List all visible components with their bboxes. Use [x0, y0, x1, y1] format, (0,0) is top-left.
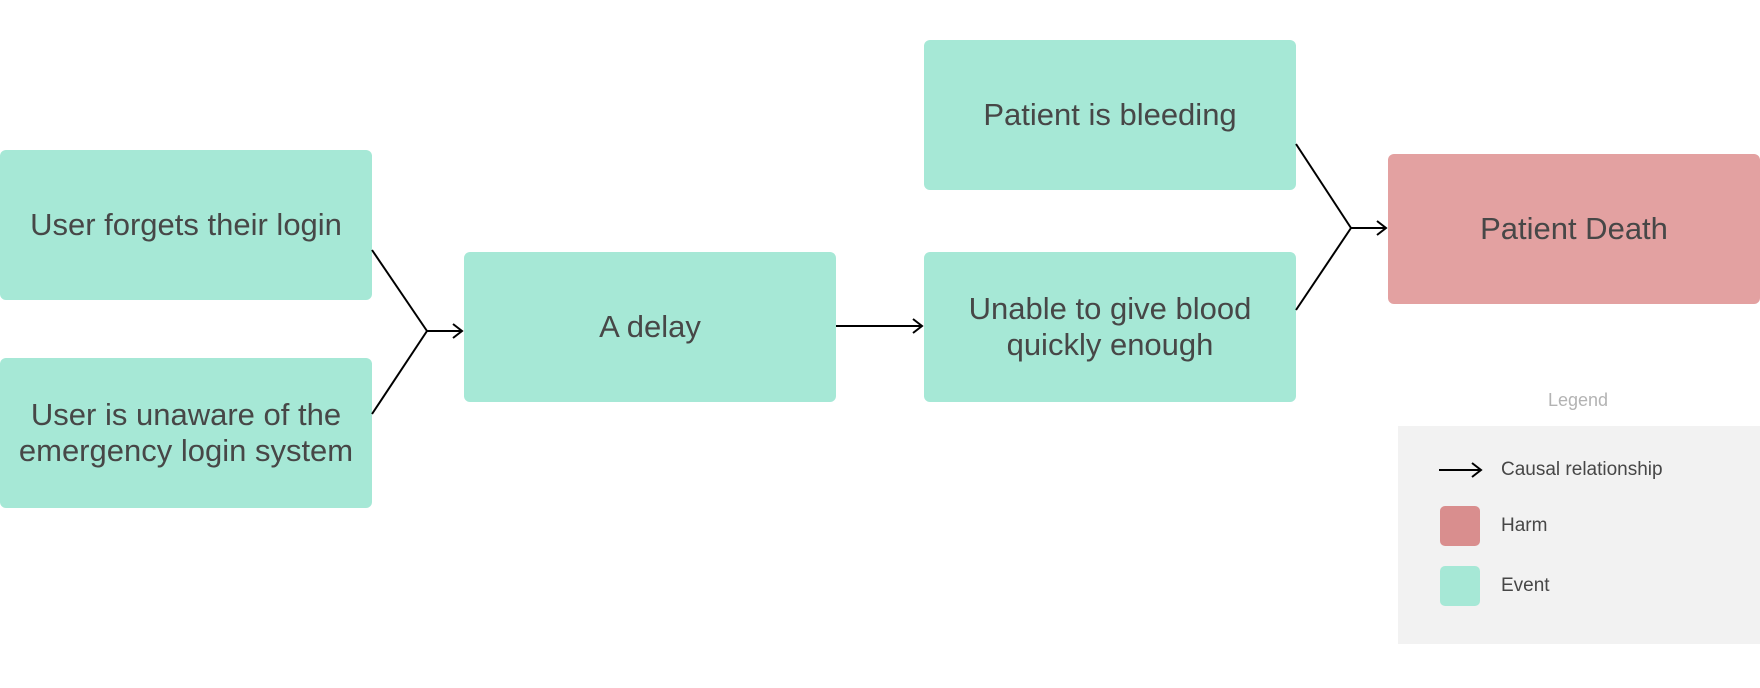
- node-label: Unable to give blood quickly enough: [968, 291, 1252, 362]
- harm-swatch: [1440, 506, 1480, 546]
- node-a-delay: A delay: [464, 252, 836, 402]
- node-patient-death: Patient Death: [1388, 154, 1760, 304]
- node-label: Patient Death: [1480, 211, 1668, 246]
- edge-death-arrowhead: [1376, 220, 1388, 236]
- legend-item-causal: Causal relationship: [1398, 450, 1760, 490]
- legend-title: Legend: [1547, 390, 1609, 410]
- arrow-icon: [1439, 462, 1483, 478]
- edge-delay-arrowhead: [452, 323, 464, 339]
- legend: Causal relationship Harm Event: [1398, 426, 1760, 644]
- node-label: A delay: [599, 309, 701, 344]
- node-user-unaware-emergency-login: User is unaware of the emergency login s…: [0, 358, 372, 508]
- legend-label-causal: Causal relationship: [1501, 459, 1663, 480]
- node-unable-to-give-blood: Unable to give blood quickly enough: [924, 252, 1296, 402]
- node-label: Patient is bleeding: [983, 97, 1237, 132]
- edge-forgets-to-junction: [371, 249, 428, 332]
- legend-item-harm: Harm: [1398, 506, 1760, 546]
- node-label: User is unaware of the emergency login s…: [18, 397, 354, 468]
- node-label: User forgets their login: [30, 207, 342, 242]
- legend-item-event: Event: [1398, 566, 1760, 606]
- edge-bleeding-to-junction: [1295, 143, 1352, 229]
- edge-unable-arrowhead: [912, 318, 924, 334]
- node-user-forgets-login: User forgets their login: [0, 150, 372, 300]
- node-patient-bleeding: Patient is bleeding: [924, 40, 1296, 190]
- edge-unable-to-junction: [1295, 227, 1352, 311]
- legend-label-harm: Harm: [1501, 515, 1548, 536]
- legend-label-event: Event: [1501, 575, 1550, 596]
- event-swatch: [1440, 566, 1480, 606]
- edge-unaware-to-junction: [371, 330, 428, 415]
